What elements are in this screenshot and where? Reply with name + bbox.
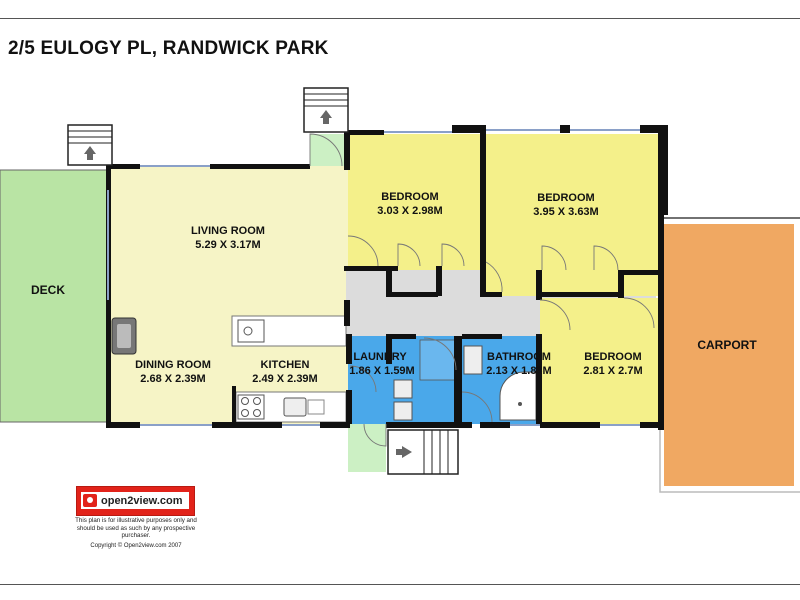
bathroom-label: BATHROOM [487,351,551,363]
laundry-label: LAUNDRY [353,351,407,363]
bedroom-2-label: BEDROOM [537,192,594,204]
bedroom-1-size: 3.03 X 2.98M [377,205,442,217]
bedroom-3-size: 2.81 X 2.7M [583,365,642,377]
bottom-rule [0,584,800,585]
bedroom-1-area [348,134,482,270]
arrow-up-icon [320,110,332,118]
copyright-text: Copyright © Open2view.com 2007 [90,543,182,549]
laundry-size: 1.86 X 1.59M [349,365,414,377]
living-room-label: LIVING ROOM [191,225,265,237]
sink-icon [283,397,325,417]
shower-icon [499,371,537,421]
vanity-icon [463,345,483,375]
bedroom-2-size: 3.95 X 3.63M [533,206,598,218]
page-title: 2/5 EULOGY PL, RANDWICK PARK [8,38,329,59]
windows [107,129,640,426]
laundry-tub-icon [393,379,413,399]
dining-room-size: 2.68 X 2.39M [140,373,205,385]
arrow-up-icon [84,146,96,154]
stove-icon [237,394,265,420]
disclaimer-text: This plan is for illustrative purposes o… [75,517,197,539]
laundry-cupboard [419,339,457,381]
deck-label: DECK [31,283,65,297]
living-room-area [110,166,348,314]
bathroom-size: 2.13 X 1.86M [486,365,551,377]
logo-text: open2view.com [101,494,183,507]
steps-bottom [387,429,459,475]
fireplace-icon [111,317,137,355]
entry-landing-top [310,134,346,166]
bedroom-3-label: BEDROOM [584,351,641,363]
entry-landing-bottom [348,424,386,472]
kitchen-size: 2.49 X 2.39M [252,373,317,385]
kitchen-label: KITCHEN [261,359,310,371]
arrow-right-icon [402,446,412,458]
carport-label: CARPORT [697,338,757,352]
top-rule [0,18,800,19]
fridge-icon [237,319,265,343]
bedroom-2-area [484,134,658,296]
dining-room-label: DINING ROOM [135,359,211,371]
door-swings [309,133,655,447]
washer-icon [393,401,413,421]
carport-area [664,224,794,486]
open2view-logo: open2view.com [76,486,195,516]
steps-top-middle [303,87,349,133]
bedroom-3-area [540,298,658,424]
open2view-logo-icon [83,494,97,507]
steps-top-left [67,124,113,166]
living-room-size: 5.29 X 3.17M [195,239,260,251]
bedroom-1-label: BEDROOM [381,191,438,203]
